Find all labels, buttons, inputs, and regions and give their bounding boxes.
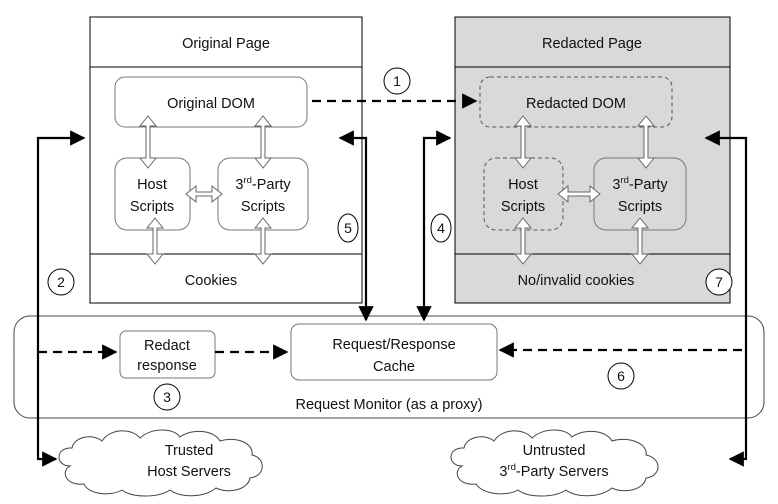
original-host-scripts-line2: Scripts [130, 199, 174, 215]
request-monitor-label: Request Monitor (as a proxy) [296, 397, 483, 413]
redacted-third-party-scripts-line2: Scripts [618, 199, 662, 215]
redacted-dom-label: Redacted DOM [526, 96, 626, 112]
step-4: 4 [430, 213, 452, 243]
redacted-host-scripts-line1: Host [508, 177, 538, 193]
step-markers: 1 2 3 4 5 6 7 [47, 67, 733, 411]
original-host-scripts-line1: Host [137, 177, 167, 193]
step-1: 1 [383, 67, 411, 95]
redact-response-line1: Redact [144, 338, 190, 354]
svg-text:6: 6 [617, 368, 625, 384]
redact-response-line2: response [137, 358, 197, 374]
svg-text:3: 3 [163, 389, 171, 405]
block-arrows [138, 115, 656, 265]
original-cookies: Cookies [185, 273, 237, 289]
block-arrow-orig-dom-host [138, 115, 158, 169]
flow-arrows [36, 93, 748, 467]
svg-text:5: 5 [344, 220, 352, 236]
step-7: 7 [705, 268, 733, 296]
original-page-title: Original Page [182, 36, 270, 52]
original-third-party-scripts-line2: Scripts [241, 199, 285, 215]
step-5: 5 [337, 213, 359, 243]
svg-text:2: 2 [57, 274, 65, 290]
block-arrow-red-dom-host [513, 115, 533, 169]
arrow-7-untrusted-redacted [704, 130, 748, 467]
arrow-2-host-original [36, 130, 86, 467]
step-3: 3 [153, 383, 181, 411]
original-page: Original Page Cookies Original DOM Host … [89, 16, 363, 304]
cache-line2: Cache [373, 359, 415, 375]
svg-text:1: 1 [393, 73, 401, 89]
trusted-host-servers-cloud: Trusted Host Servers [58, 429, 263, 497]
block-arrow-orig-host-3p [185, 184, 223, 204]
svg-text:4: 4 [437, 220, 445, 236]
svg-text:7: 7 [715, 274, 723, 290]
trusted-line2: Host Servers [147, 464, 231, 480]
block-arrow-red-host-cookies [513, 217, 533, 265]
cache-line1: Request/Response [332, 337, 455, 353]
arrow-4-redacted-cache [416, 130, 452, 322]
block-arrow-red-dom-3p [636, 115, 656, 169]
block-arrow-orig-3p-cookies [253, 217, 273, 265]
redacted-host-scripts-line2: Scripts [501, 199, 545, 215]
untrusted-line2: 3rd-Party Servers [499, 462, 608, 480]
redacted-page-title: Redacted Page [542, 36, 642, 52]
redacted-page: Redacted Page No/invalid cookies Redacte… [454, 16, 731, 304]
block-arrow-red-host-3p [557, 184, 601, 204]
untrusted-servers-cloud: Untrusted 3rd-Party Servers [450, 429, 659, 497]
redacted-third-party-scripts-line1: 3rd-Party [612, 175, 668, 193]
original-third-party-scripts-line1: 3rd-Party [235, 175, 291, 193]
cache-box: Request/Response Cache [290, 323, 498, 381]
original-dom-label: Original DOM [167, 96, 255, 112]
block-arrow-orig-dom-3p [253, 115, 273, 169]
block-arrow-red-3p-cookies [630, 217, 650, 265]
arrow-5-original-cache [338, 130, 374, 322]
redact-response-box: Redact response [119, 330, 216, 379]
step-6: 6 [607, 362, 635, 390]
block-arrow-orig-host-cookies [145, 217, 165, 265]
trusted-line1: Trusted [165, 443, 214, 459]
untrusted-line1: Untrusted [523, 443, 586, 459]
step-2: 2 [47, 268, 75, 296]
redacted-cookies: No/invalid cookies [518, 273, 635, 289]
